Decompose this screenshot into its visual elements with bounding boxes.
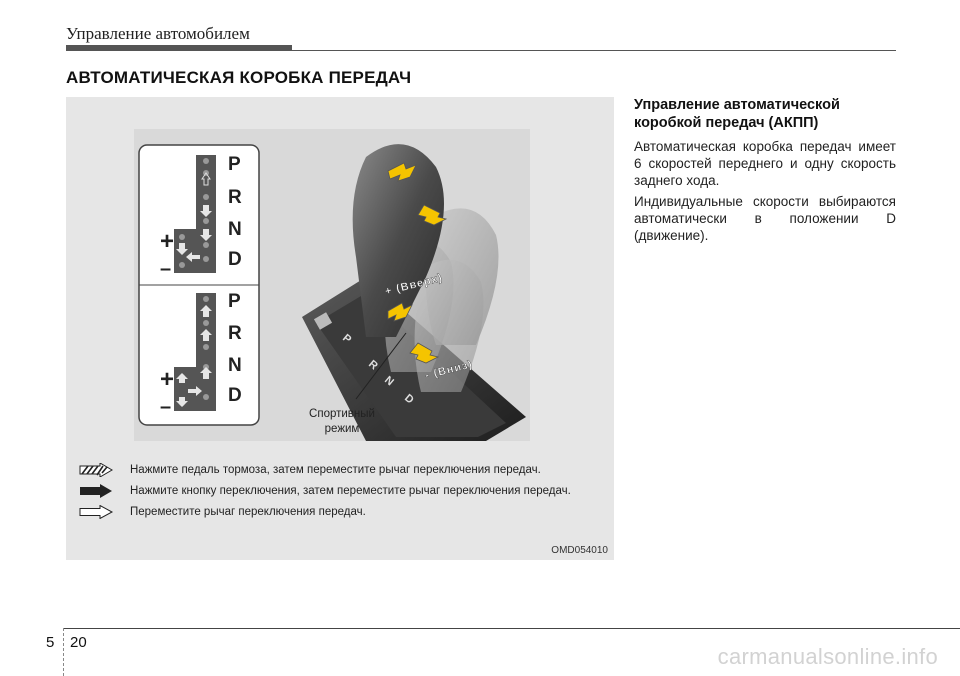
gate-bottom-n: N — [228, 355, 242, 376]
gate-arrows-top — [176, 172, 212, 262]
header-rule — [66, 50, 896, 51]
gate-bottom-p: P — [228, 291, 241, 312]
transmission-figure: + – P R N D + — [66, 97, 614, 560]
paragraph-2: Индивидуальные скорости выбираются автом… — [634, 194, 896, 243]
knob-up-arrow-icon — [387, 162, 417, 182]
watermark: carmanualsonline.info — [717, 644, 938, 669]
gate-bottom-d: D — [228, 385, 242, 406]
manual-up-arrow-icon — [387, 302, 413, 322]
paragraph-1: Автоматическая коробка передач имеет 6 с… — [634, 139, 896, 188]
gate-top-n: N — [228, 219, 242, 240]
sport-mode-label-2: режим — [325, 423, 360, 435]
gate-bottom-r: R — [228, 323, 242, 344]
shift-knob — [352, 144, 444, 337]
gate-bottom-minus: – — [160, 396, 171, 418]
sport-mode-label-1: Спортивный — [309, 408, 375, 420]
legend-text-move: Переместите рычаг переключения передач. — [130, 506, 366, 518]
footer-divider — [63, 628, 64, 676]
header-bar — [66, 45, 292, 50]
figure-illustration: + – P R N D + — [134, 129, 530, 441]
legend-item-move: Переместите рычаг переключения передач. — [78, 503, 366, 521]
gate-arrows-bottom — [176, 305, 212, 407]
gate-bottom-plus: + — [160, 366, 174, 393]
sport-mode-switch-icon — [313, 312, 333, 330]
legend-item-button: Нажмите кнопку переключения, затем перем… — [78, 482, 571, 500]
subsection-title: Управление автоматической коробкой перед… — [634, 97, 840, 131]
hatched-arrow-icon — [79, 463, 113, 477]
gate-top-minus: – — [160, 258, 171, 280]
right-column: Управление автоматической коробкой перед… — [634, 96, 896, 248]
chapter-number: 5 — [46, 634, 55, 651]
gate-top-plus: + — [160, 228, 174, 255]
outline-arrow-icon — [79, 505, 114, 519]
shift-lever-illustration: P R N D + (Вверх) - (Вниз) Спортивный ре… — [302, 144, 526, 441]
legend-text-brake: Нажмите педаль тормоза, затем переместит… — [130, 464, 541, 476]
shift-gate-diagram: + – P R N D + — [138, 144, 260, 426]
figure-code: OMD054010 — [551, 545, 608, 556]
gate-top-d: D — [228, 249, 242, 270]
solid-arrow-icon — [80, 484, 112, 498]
gate-top-p: P — [228, 154, 241, 175]
section-title: АВТОМАТИЧЕСКАЯ КОРОБКА ПЕРЕДАЧ — [66, 68, 412, 87]
page-number: 20 — [70, 634, 87, 651]
legend-item-brake: Нажмите педаль тормоза, затем переместит… — [78, 461, 541, 479]
legend-text-button: Нажмите кнопку переключения, затем перем… — [130, 485, 571, 497]
gate-top-r: R — [228, 187, 242, 208]
footer-rule — [63, 628, 960, 629]
knob-down-arrow-icon — [417, 204, 448, 226]
manual-down-arrow-icon — [409, 342, 440, 364]
running-header: Управление автомобилем — [66, 24, 250, 43]
sport-mode-leader-line — [355, 332, 407, 400]
